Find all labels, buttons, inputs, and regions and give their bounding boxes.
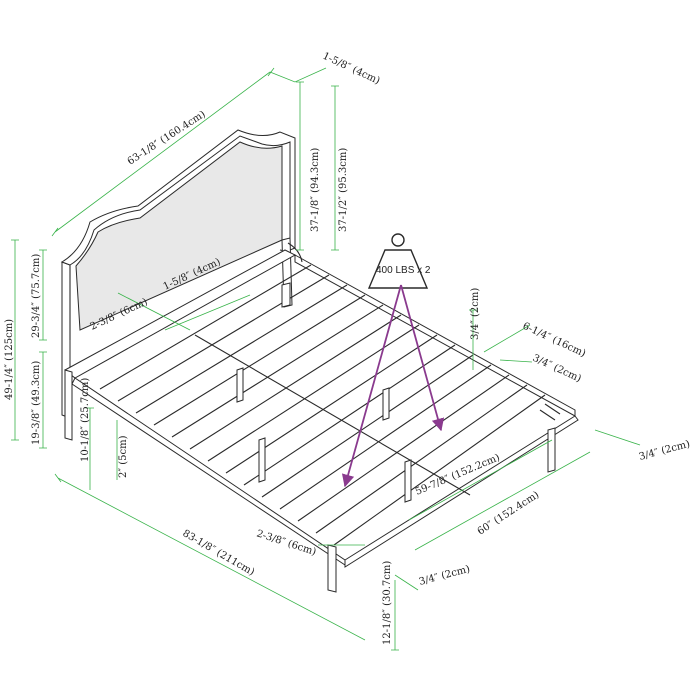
dim-leg-height: 12-1/8″ (30.7cm): [382, 561, 393, 645]
dimension-lines: [11, 67, 641, 651]
dim-hb-height-94: 37-1/8″ (94.3cm): [310, 148, 321, 232]
dim-hb-height-95: 37-1/2″ (95.3cm): [338, 148, 349, 232]
load-arrow-left: [341, 284, 402, 488]
dim-lower-height: 19-3/8″ (49.3cm): [31, 361, 42, 445]
weight-label: 400 LBS x 2: [376, 265, 431, 276]
dim-post-width: 1-5/8″ (4cm): [321, 51, 382, 87]
dim-edge-thick: 3/4″ (2cm): [638, 439, 691, 463]
load-arrow-right: [400, 284, 445, 432]
dim-bottom-thick: 3/4″ (2cm): [418, 564, 471, 588]
dim-length: 83-1/8″ (211cm): [181, 528, 257, 578]
kettlebell-weight-icon: [367, 233, 429, 289]
dim-outer-width: 60″ (152.4cm): [476, 489, 542, 537]
dim-right-offset: 6-1/4″ (16cm): [521, 321, 588, 360]
dim-total-height: 49-1/4″ (125cm): [4, 319, 15, 400]
dim-rail-thick-small: 2″ (5cm): [118, 435, 129, 478]
dim-leg-offset: 2-3/8″ (6cm): [255, 528, 317, 558]
dim-slat-depth: 3/4″ (2cm): [470, 288, 481, 340]
dim-top-width: 63-1/8″ (160.4cm): [126, 109, 208, 168]
legs: [64, 282, 556, 593]
weight-indicator: 400 LBS x 2: [341, 233, 445, 488]
dim-hb-panel-height: 29-3/4″ (75.7cm): [31, 254, 42, 338]
dim-side-rail-height: 10-1/8″ (25.7cm): [80, 378, 91, 462]
dim-right-thick: 3/4″ (2cm): [531, 353, 583, 385]
